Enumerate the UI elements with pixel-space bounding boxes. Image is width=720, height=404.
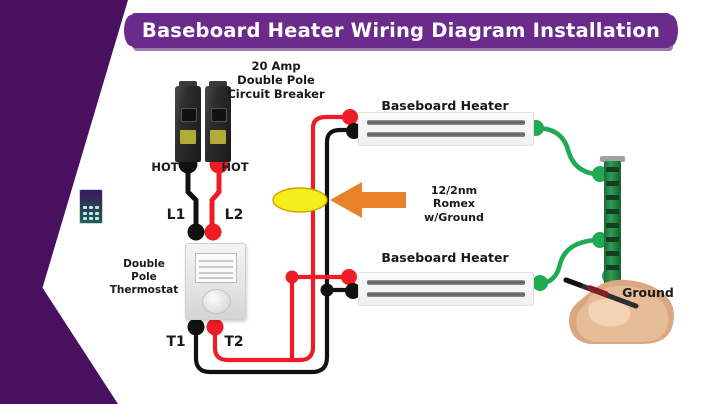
terminal-dot-heater1-red xyxy=(342,109,358,125)
double-pole-thermostat[interactable] xyxy=(185,243,246,320)
terminal-dot-t1 xyxy=(187,318,205,336)
t2-label: T2 xyxy=(224,334,244,350)
terminal-dot-l1 xyxy=(187,223,205,241)
arrow-left-icon xyxy=(330,182,406,218)
thermostat-dial[interactable] xyxy=(202,289,231,314)
title-banner: Baseboard Heater Wiring Diagram Installa… xyxy=(124,13,678,48)
pen-icon xyxy=(563,277,639,309)
breaker-label: 20 Amp Double Pole Circuit Breaker xyxy=(227,59,325,102)
junction-dot-red xyxy=(285,270,299,284)
calculator-icon xyxy=(79,189,103,224)
baseboard-heater-top xyxy=(358,112,534,146)
junction-dot-black xyxy=(320,283,334,297)
terminal-dot-heater2-black xyxy=(345,283,361,299)
l1-label: L1 xyxy=(166,207,186,223)
thermostat-panel xyxy=(195,253,237,283)
page-title: Baseboard Heater Wiring Diagram Installa… xyxy=(141,19,661,42)
l2-label: L2 xyxy=(224,207,244,223)
background-purple-wedge xyxy=(0,0,200,404)
heater-top-label: Baseboard Heater xyxy=(381,98,509,113)
hot-left-label: HOT xyxy=(151,160,179,174)
terminal-dot-t2 xyxy=(206,318,224,336)
ground-label: Ground xyxy=(622,285,674,300)
terminal-dot-heater2-ground xyxy=(532,275,548,291)
ground-bus-bar xyxy=(604,161,621,286)
terminal-dot-heater2-red xyxy=(341,269,357,285)
hand-with-pen-icon xyxy=(563,277,674,344)
baseboard-heater-bottom xyxy=(358,272,534,306)
terminal-dot-l2 xyxy=(204,223,222,241)
cable-marker-icon xyxy=(272,187,328,213)
circuit-breaker[interactable] xyxy=(175,81,231,162)
thermostat-label: Double Pole Thermostat xyxy=(109,258,179,296)
hot-right-label: HOT xyxy=(221,160,249,174)
t1-label: T1 xyxy=(166,334,186,350)
romex-label: 12/2nm Romex w/Ground xyxy=(424,184,484,224)
ground-bar-cap-top xyxy=(600,156,625,162)
heater-bottom-label: Baseboard Heater xyxy=(381,250,509,265)
